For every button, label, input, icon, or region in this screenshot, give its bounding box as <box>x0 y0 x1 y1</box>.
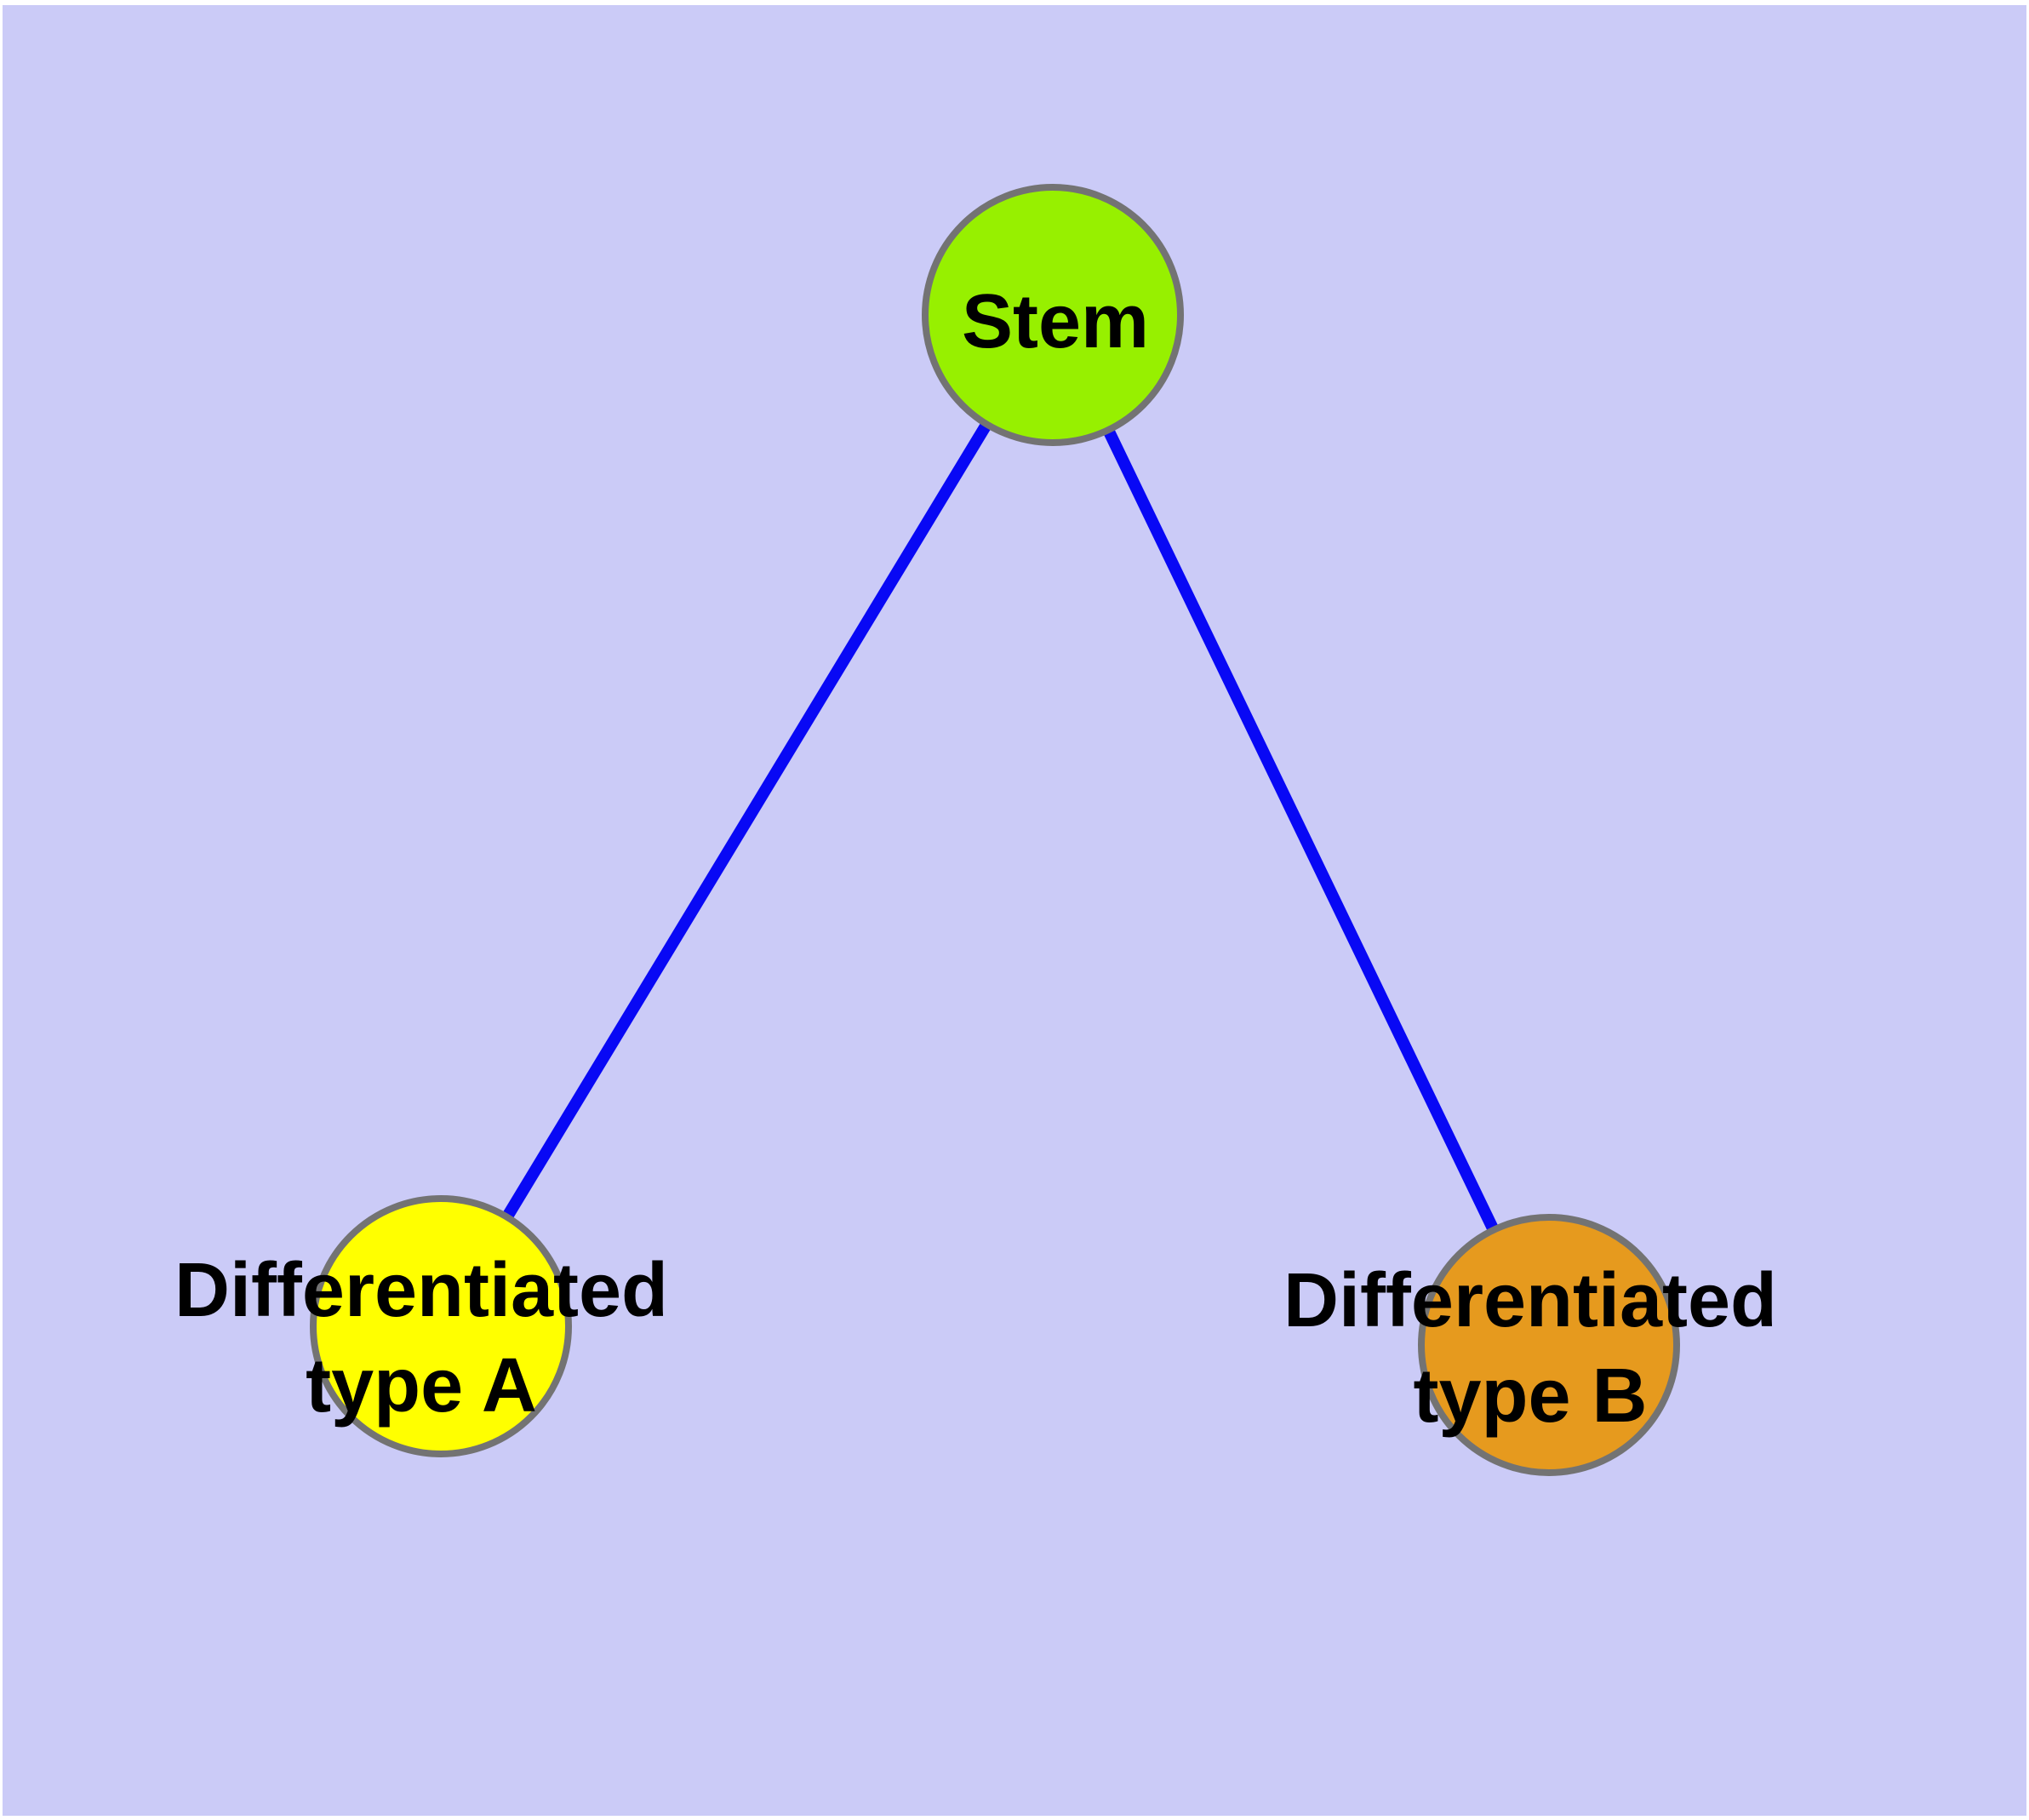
node-type-b-circle <box>1418 1214 1680 1476</box>
edge-stem-to-type-a <box>436 312 1058 1330</box>
node-stem-circle <box>922 184 1184 446</box>
node-type-b-label-line-2: type B <box>1413 1354 1647 1439</box>
node-type-a-label-line-2: type A <box>306 1343 537 1428</box>
node-type-a-label-line-1: Differentiated <box>174 1248 668 1333</box>
node-type-b-label-line-1: Differentiated <box>1283 1258 1777 1343</box>
node-stem-label: Stem <box>962 279 1149 364</box>
node-type-a-circle <box>310 1195 572 1457</box>
edge-stem-to-type-b <box>1047 312 1555 1348</box>
